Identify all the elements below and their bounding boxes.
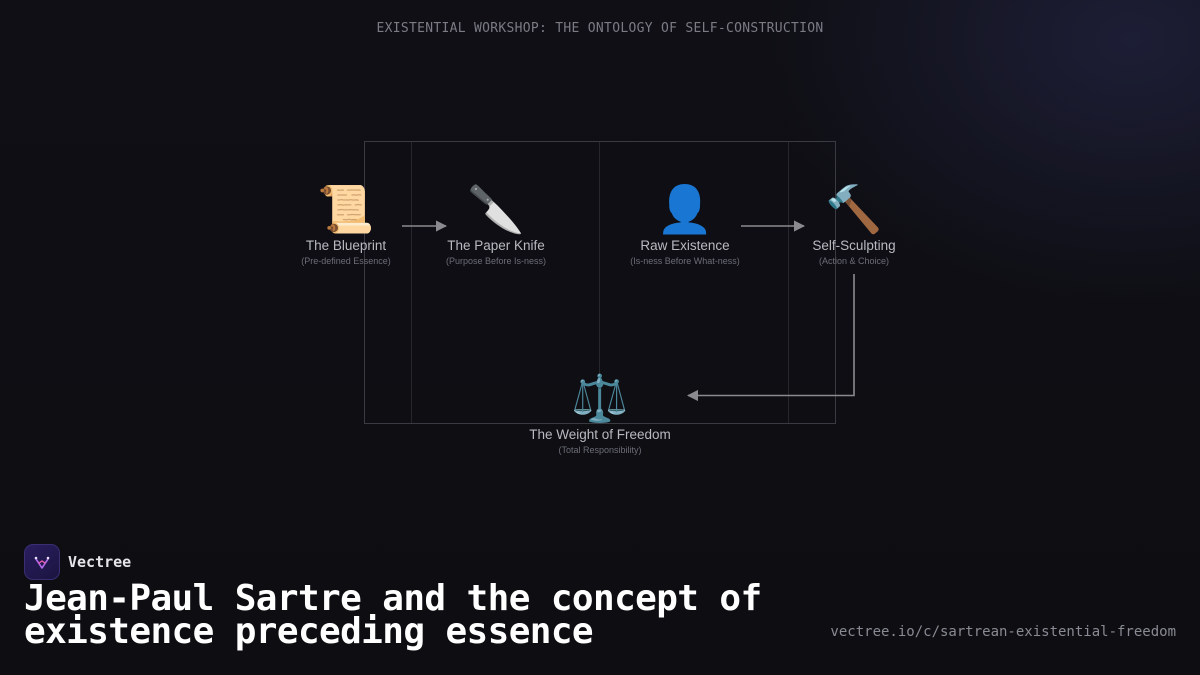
knife-icon: 🔪: [467, 182, 525, 236]
brand[interactable]: Vectree: [24, 544, 131, 580]
node-label: Self-Sculpting: [812, 238, 896, 253]
main-title-line: existence preceding essence: [24, 611, 594, 652]
scales-icon: ⚖️: [571, 371, 629, 425]
node-paper-knife: 🔪 The Paper Knife (Purpose Before Is-nes…: [406, 182, 586, 266]
hammer-icon: 🔨: [825, 182, 883, 236]
edge-sculpting-to-freedom: [686, 274, 855, 402]
node-sublabel: (Pre-defined Essence): [301, 256, 391, 266]
brand-name: Vectree: [68, 553, 132, 571]
node-label: The Paper Knife: [447, 238, 545, 253]
node-label: The Weight of Freedom: [529, 427, 671, 442]
main-title-line: Jean-Paul Sartre and the concept of: [24, 578, 762, 619]
person-silhouette-icon: 👤: [656, 182, 714, 236]
node-sublabel: (Is-ness Before What-ness): [630, 256, 740, 266]
node-label: The Blueprint: [305, 238, 387, 253]
node-sublabel: (Total Responsibility): [558, 445, 642, 455]
node-label: Raw Existence: [640, 238, 730, 253]
vectree-logo-icon: [24, 544, 60, 580]
header-title: EXISTENTIAL WORKSHOP: THE ONTOLOGY OF SE…: [376, 21, 824, 36]
node-blueprint: 📜 The Blueprint (Pre-defined Essence): [256, 182, 436, 266]
node-sublabel: (Action & Choice): [818, 256, 890, 266]
node-self-sculpting: 🔨 Self-Sculpting (Action & Choice): [764, 182, 944, 266]
source-url[interactable]: vectree.io/c/sartrean-existential-freedo…: [830, 624, 1176, 640]
node-raw-existence: 👤 Raw Existence (Is-ness Before What-nes…: [595, 182, 775, 266]
scroll-icon: 📜: [317, 182, 375, 236]
node-weight-of-freedom: ⚖️ The Weight of Freedom (Total Responsi…: [510, 371, 690, 455]
diagram-frame: [364, 141, 836, 424]
main-title: Jean-Paul Sartre and the concept of exis…: [24, 578, 824, 652]
node-sublabel: (Purpose Before Is-ness): [445, 256, 547, 266]
